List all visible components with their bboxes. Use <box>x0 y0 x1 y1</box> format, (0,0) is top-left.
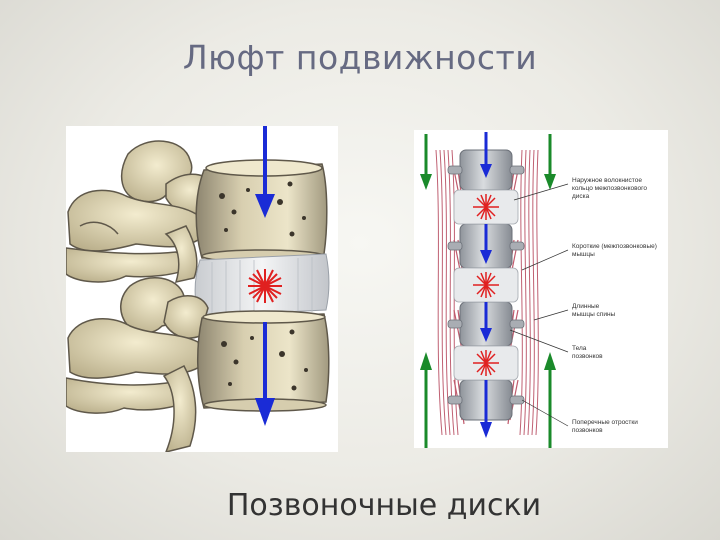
svg-text:мышцы: мышцы <box>572 251 595 258</box>
annotation-long-muscles: Длинные мышцы спины <box>572 303 616 318</box>
annotation-transverse-processes: Поперечные отростки позвонков <box>572 419 638 434</box>
svg-text:Длинные: Длинные <box>572 303 600 310</box>
annotation-vertebral-bodies: Тела позвонков <box>572 345 603 360</box>
svg-text:кольцо межпозвонкового: кольцо межпозвонкового <box>572 185 647 192</box>
down-arrow-icon <box>255 126 275 426</box>
svg-text:Короткие (межпозвонковые): Короткие (межпозвонковые) <box>572 243 657 250</box>
svg-text:мышцы спины: мышцы спины <box>572 311 616 318</box>
red-starburst-icon <box>248 269 282 303</box>
svg-text:Тела: Тела <box>572 345 587 352</box>
svg-text:Наружное волокнистое: Наружное волокнистое <box>572 177 642 184</box>
annotation-short-muscles: Короткие (межпозвонковые) мышцы <box>572 243 657 258</box>
down-arrow-icon <box>480 132 492 438</box>
slide-subtitle: Позвоночные диски <box>226 488 542 523</box>
vertebrae-illustration <box>66 126 338 452</box>
slide-title: Люфт подвижности <box>182 38 538 77</box>
svg-text:позвонков: позвонков <box>572 353 603 360</box>
spine-muscles-diagram: Наружное волокнистое кольцо межпозвонков… <box>414 130 668 448</box>
svg-text:диска: диска <box>572 193 590 200</box>
svg-text:Поперечные отростки: Поперечные отростки <box>572 419 638 426</box>
annotation-outer-annulus: Наружное волокнистое кольцо межпозвонков… <box>572 177 647 200</box>
red-starburst-icon <box>473 194 499 376</box>
svg-text:позвонков: позвонков <box>572 427 603 434</box>
up-arrow-icon <box>420 134 556 448</box>
